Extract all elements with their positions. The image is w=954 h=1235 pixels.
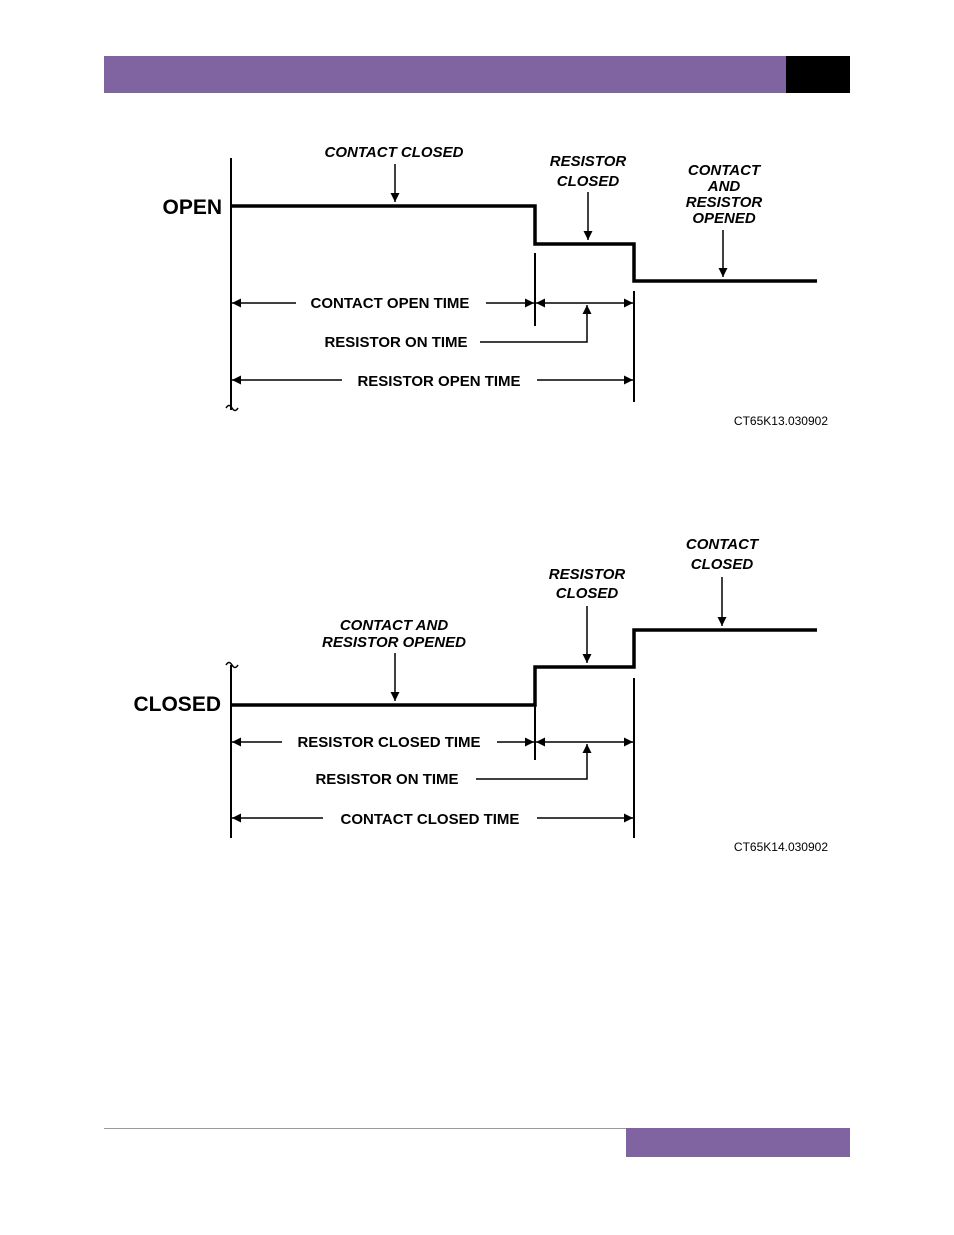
contact-resistor-opened-label-1: CONTACT AND: [340, 617, 448, 634]
open-figure-ref: CT65K13.030902: [734, 414, 828, 428]
resistor-on-time-label: RESISTOR ON TIME: [315, 771, 458, 788]
resistor-closed-time-label: RESISTOR CLOSED TIME: [297, 734, 480, 751]
resistor-closed-label-2: CLOSED: [557, 173, 620, 190]
resistor-on-time-leader: [476, 744, 587, 779]
contact-resistor-opened-label-3: RESISTOR: [686, 194, 763, 211]
contact-closed-label: CONTACT CLOSED: [325, 144, 464, 161]
contact-resistor-opened-label-4: OPENED: [692, 210, 756, 227]
closed-waveform: [231, 630, 817, 705]
contact-closed-label-1: CONTACT: [686, 536, 760, 553]
resistor-closed-label-1: RESISTOR: [549, 566, 626, 583]
contact-resistor-opened-label-1: CONTACT: [688, 162, 762, 179]
resistor-on-time-label: RESISTOR ON TIME: [324, 334, 467, 351]
open-timing-diagram: OPEN CONTACT CLOSED RESISTOR CLOSED CONT…: [162, 144, 828, 428]
footer-bar: [626, 1128, 850, 1157]
contact-closed-time-label: CONTACT CLOSED TIME: [341, 811, 520, 828]
resistor-on-time-leader: [480, 305, 587, 342]
resistor-closed-label-2: CLOSED: [556, 585, 619, 602]
contact-closed-label-2: CLOSED: [691, 556, 754, 573]
closed-figure-ref: CT65K14.030902: [734, 840, 828, 854]
closed-timing-diagram: CLOSED CONTACT AND RESISTOR OPENED RESIS…: [133, 536, 828, 854]
footer-rule: [104, 1128, 626, 1129]
contact-resistor-opened-label-2: AND: [707, 178, 741, 195]
contact-open-time-label: CONTACT OPEN TIME: [311, 295, 470, 312]
contact-resistor-opened-label-2: RESISTOR OPENED: [322, 634, 466, 651]
open-state-label: OPEN: [162, 196, 222, 219]
resistor-open-time-label: RESISTOR OPEN TIME: [357, 373, 520, 390]
resistor-closed-label-1: RESISTOR: [550, 153, 627, 170]
closed-state-label: CLOSED: [133, 693, 221, 716]
